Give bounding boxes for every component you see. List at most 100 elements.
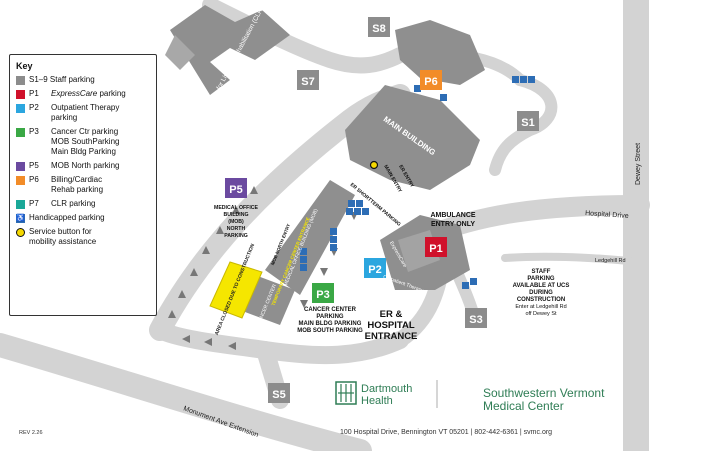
- wheelchair-icon: ♿: [16, 214, 25, 223]
- lot-p6-label: P6: [424, 76, 437, 88]
- lot-p5-marker: [225, 178, 247, 198]
- key-row-staff: S1–9 Staff parking: [16, 75, 150, 85]
- svg-text:Enter at Ledgehill Rd: Enter at Ledgehill Rd: [515, 304, 566, 310]
- upper-building: [395, 20, 485, 85]
- p3-code: P3: [29, 127, 39, 136]
- lot-s3-label: S3: [469, 314, 482, 326]
- lot-p3-marker: [312, 283, 334, 303]
- key-title: Key: [16, 61, 33, 71]
- ambulance-label-1: AMBULANCE: [430, 212, 475, 219]
- wheelchair-icon: [470, 278, 477, 285]
- cancer-center-building: [245, 275, 295, 325]
- p6-swatch: [16, 176, 25, 185]
- p2-code: P2: [29, 103, 39, 112]
- lot-p2-label: P2: [368, 264, 381, 276]
- p3-swatch: [16, 128, 25, 137]
- main-building: [345, 85, 480, 190]
- key-staff-label: S1–9 Staff parking: [29, 75, 95, 84]
- svg-text:CONSTRUCTION: CONSTRUCTION: [517, 297, 565, 303]
- handicapped-spots: [300, 76, 535, 289]
- wheelchair-icon: [348, 200, 355, 207]
- footer: Dartmouth Health Southwestern Vermont Me…: [19, 380, 605, 436]
- lot-p1-label: P1: [429, 243, 442, 255]
- svmc-name-line2: Medical Center: [483, 399, 564, 413]
- lot-p5-label: P5: [229, 184, 242, 196]
- footer-address: 100 Hospital Drive, Bennington VT 05201 …: [340, 429, 552, 436]
- svg-text:MAIN BLDG PARKING: MAIN BLDG PARKING: [299, 321, 362, 327]
- lot-s8-label: S8: [372, 23, 385, 35]
- lot-s3-marker: [465, 308, 487, 328]
- p1-swatch: [16, 90, 25, 99]
- p1-desc: ExpressCare parking: [51, 89, 126, 98]
- svmc-name-line1: Southwestern Vermont: [483, 386, 605, 400]
- svg-text:HOSPITAL: HOSPITAL: [367, 320, 415, 331]
- key-row-handicapped: ♿ Handicapped parking: [16, 213, 150, 223]
- svg-text:PARKING: PARKING: [224, 233, 248, 239]
- lot-s5-label: S5: [272, 389, 285, 401]
- svg-text:NORTH: NORTH: [227, 226, 246, 232]
- lot-s1-label: S1: [521, 117, 534, 129]
- lot-p6-marker: [420, 70, 442, 90]
- dartmouth-health-logo: Dartmouth Health: [335, 381, 412, 407]
- wheelchair-icon: [414, 85, 421, 92]
- p5-swatch: [16, 162, 25, 171]
- revision-label: REV 2.26: [19, 430, 43, 436]
- ambulance-label-2: ENTRY ONLY: [431, 221, 475, 228]
- dewey-street-label: Dewey Street: [635, 143, 642, 185]
- p7-code: P7: [29, 199, 39, 208]
- mob-building: [265, 180, 355, 295]
- svg-text:AVAILABLE AT UCS: AVAILABLE AT UCS: [513, 283, 570, 289]
- monument-ave-road: [0, 333, 372, 451]
- wheelchair-icon: [362, 208, 369, 215]
- p7-swatch: [16, 200, 25, 209]
- svg-text:CANCER CENTER: CANCER CENTER: [304, 307, 357, 313]
- svg-text:ENTRANCE: ENTRANCE: [365, 331, 418, 342]
- p2-swatch: [16, 104, 25, 113]
- ledgehill-road: [501, 252, 644, 266]
- service-button-icon: [369, 160, 379, 170]
- p5-desc: MOB North parking: [51, 161, 120, 170]
- hospital-drive-road: [420, 195, 650, 245]
- wheelchair-icon: [512, 76, 519, 83]
- staff-swatch: [16, 76, 25, 85]
- wheelchair-icon: [330, 228, 337, 235]
- lot-p2-marker: [364, 258, 386, 278]
- lot-markers: S8 S7 P6 S1 P5 P1 P2 P3 S3 S5: [225, 17, 539, 403]
- svg-text:MOB SOUTH PARKING: MOB SOUTH PARKING: [297, 328, 363, 334]
- p7-desc: CLR parking: [51, 199, 96, 208]
- service-button-icon: [16, 228, 25, 237]
- key-row-p7: P7 CLR parking: [16, 199, 150, 209]
- key-row-p1: P1 ExpressCare parking: [16, 89, 150, 99]
- p5-code: P5: [29, 161, 39, 170]
- lot-s7-label: S7: [301, 76, 314, 88]
- wheelchair-icon: [330, 244, 337, 251]
- lot-s1-marker: [517, 111, 539, 131]
- wheelchair-icon: [356, 200, 363, 207]
- svg-text:(MOB): (MOB): [228, 219, 244, 225]
- svg-text:BUILDING: BUILDING: [223, 212, 248, 218]
- svg-text:ER &: ER &: [380, 309, 403, 320]
- wheelchair-icon: [300, 264, 307, 271]
- wheelchair-icon: [346, 208, 353, 215]
- wheelchair-icon: [462, 282, 469, 289]
- clr-building: [170, 5, 290, 95]
- key-row-p5: P5 MOB North parking: [16, 161, 150, 171]
- wheelchair-icon: [520, 76, 527, 83]
- wheelchair-icon: [354, 208, 361, 215]
- lot-p1-marker: [425, 237, 447, 257]
- p6-code: P6: [29, 175, 39, 184]
- wheelchair-icon: [300, 248, 307, 255]
- lot-s5-marker: [268, 383, 290, 403]
- p1-code: P1: [29, 89, 39, 98]
- svg-text:STAFF: STAFF: [532, 269, 551, 275]
